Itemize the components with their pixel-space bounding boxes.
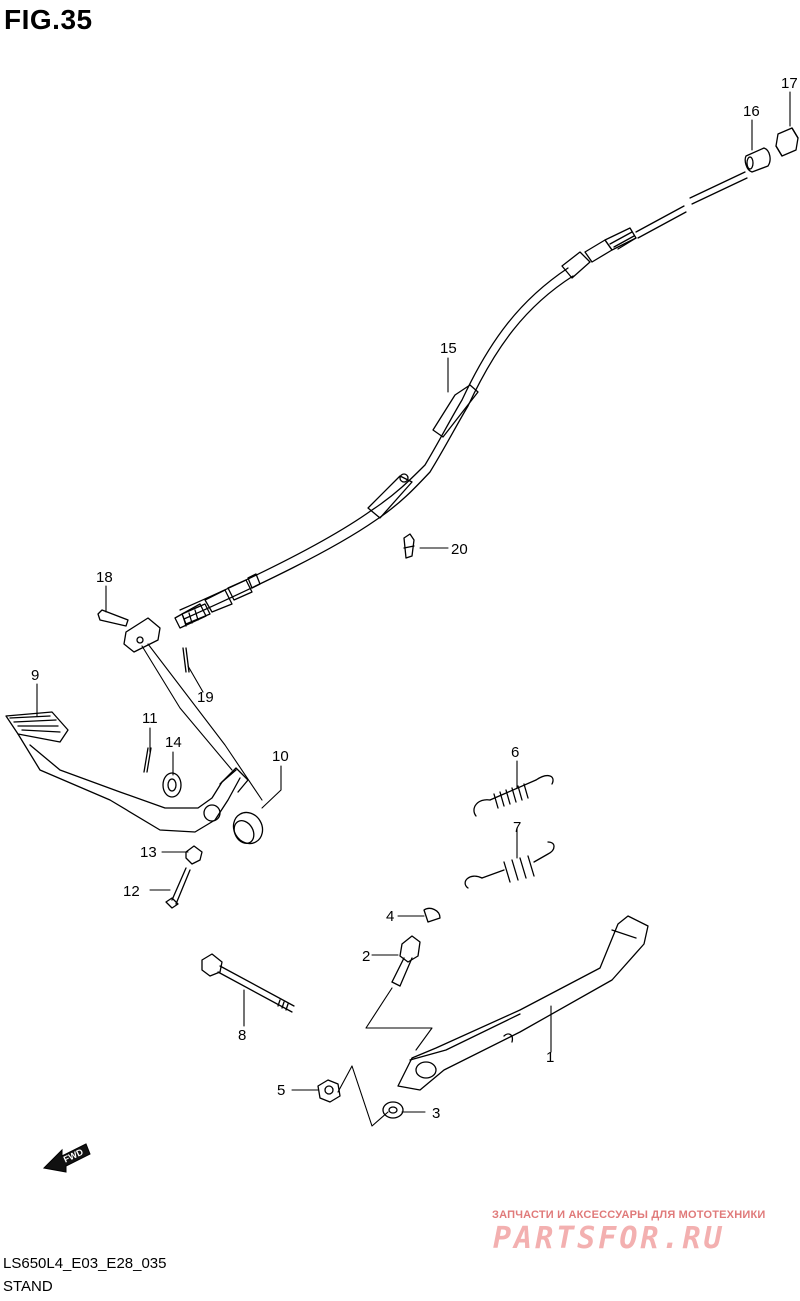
callout-9: 9 xyxy=(31,667,39,684)
part-1-side-stand xyxy=(397,915,649,1091)
callout-3: 3 xyxy=(432,1105,440,1122)
part-13-nut xyxy=(185,845,203,865)
callout-labels: 1 2 3 4 5 6 7 8 9 10 11 12 13 14 15 16 1… xyxy=(31,75,798,1122)
part-4-cap xyxy=(423,907,441,923)
part-6-spring xyxy=(473,774,554,817)
part-8-bolt xyxy=(201,953,295,1013)
figure-title: FIG.35 xyxy=(4,4,93,35)
part-12-bolt xyxy=(165,867,191,909)
callout-7: 7 xyxy=(513,819,521,836)
part-18-bolt xyxy=(97,609,129,627)
callout-17: 17 xyxy=(781,75,798,92)
part-16-cap xyxy=(744,147,771,173)
part-5-nut xyxy=(317,1079,341,1103)
fwd-arrow-icon: FWD xyxy=(42,1143,91,1173)
part-3-washer xyxy=(382,1101,404,1119)
callout-1: 1 xyxy=(546,1049,554,1066)
watermark-logo: PARTSFOR.RU xyxy=(493,1221,725,1256)
part-17-nut xyxy=(775,127,799,157)
part-20-bolt xyxy=(403,533,415,559)
callout-19: 19 xyxy=(197,689,214,706)
callout-4: 4 xyxy=(386,908,394,925)
figure-code: LS650L4_E03_E28_035 xyxy=(3,1255,167,1272)
callout-12: 12 xyxy=(123,883,140,900)
part-7-spring xyxy=(464,841,555,889)
callout-20: 20 xyxy=(451,541,468,558)
callout-15: 15 xyxy=(440,340,457,357)
part-9-brake-pedal xyxy=(5,711,249,833)
part-2-bolt xyxy=(391,935,421,987)
callout-11: 11 xyxy=(142,710,158,727)
callout-10: 10 xyxy=(272,748,289,765)
callout-8: 8 xyxy=(238,1027,246,1044)
part-14-washer xyxy=(162,772,182,798)
callout-16: 16 xyxy=(743,103,760,120)
callout-18: 18 xyxy=(96,569,113,586)
brake-cable xyxy=(123,171,748,653)
figure-name: STAND xyxy=(3,1278,53,1295)
callout-5: 5 xyxy=(277,1082,285,1099)
part-19-pin xyxy=(182,647,190,673)
callout-13: 13 xyxy=(140,844,157,861)
callout-14: 14 xyxy=(165,734,182,751)
part-10-ring xyxy=(232,811,264,845)
callout-2: 2 xyxy=(362,948,370,965)
callout-6: 6 xyxy=(511,744,519,761)
watermark-tagline: ЗАПЧАСТИ И АКСЕССУАРЫ ДЛЯ МОТОТЕХНИКИ xyxy=(492,1209,766,1221)
